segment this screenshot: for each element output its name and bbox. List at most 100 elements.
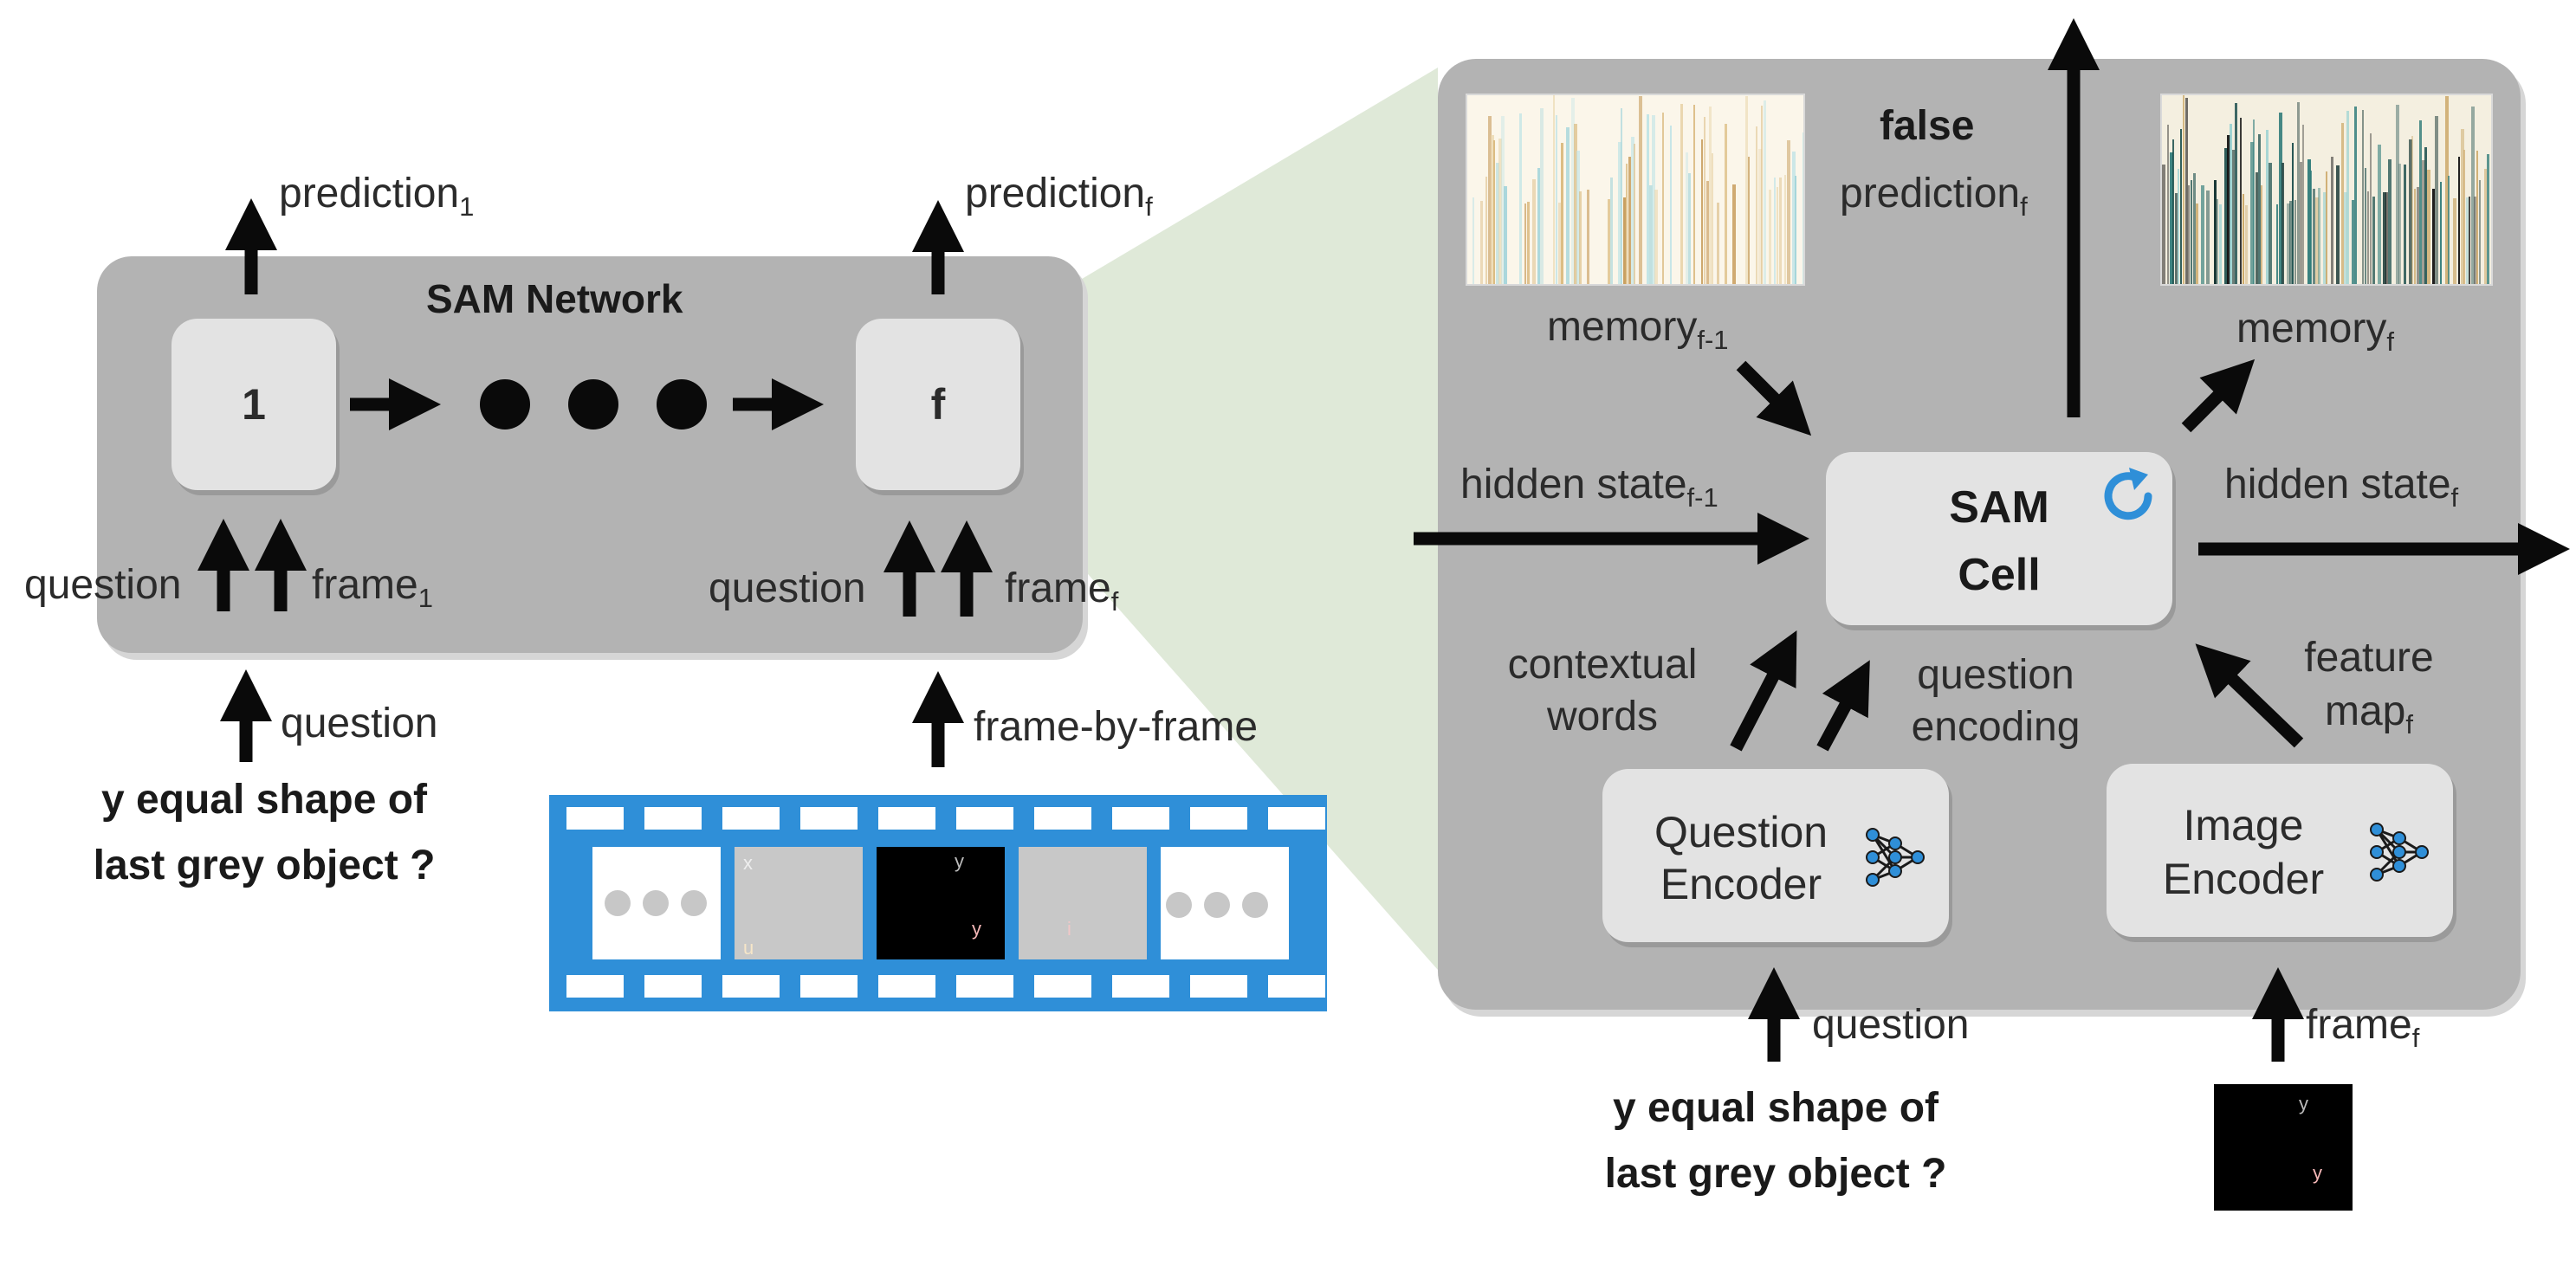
sam-cell-title: Cell [1958,550,2041,600]
heatmap-stripe [2354,107,2357,284]
heatmap-stripe [1725,124,1727,284]
heatmap-stripe [1488,116,1492,284]
heatmap-stripe [2474,197,2476,284]
heatmap-stripe [2388,159,2392,284]
heatmap-stripe [1608,199,1610,284]
heatmap-stripe [1556,115,1557,284]
frame-letter: i [1067,918,1071,940]
heatmap-stripe [2292,143,2294,284]
heatmap-stripe [2287,203,2290,284]
heatmap-stripe [2276,204,2278,284]
heatmap-stripe [2411,136,2413,284]
heatmap-stripe [2235,103,2237,284]
memory-next-label: memoryf [2236,306,2394,357]
question-encoder-label: Question [1654,808,1828,856]
heatmap-stripe [1704,117,1705,284]
feature-map-label: feature [2304,635,2434,681]
frame-letter: y [2313,1162,2322,1184]
heatmap-stripe [1579,191,1582,284]
heatmap-stripe [1784,175,1786,284]
frame-input-label: frame1 [312,562,433,613]
heatmap-stripe [1571,98,1575,284]
heatmap-stripe [1795,176,1796,284]
heatmap-stripe [2315,197,2319,284]
question-text-line: last grey object ? [1604,1151,1947,1197]
heatmap-stripe [2300,162,2302,284]
recurrent-refresh-icon [2104,468,2152,520]
heatmap-stripe [2178,169,2179,284]
heatmap-stripe [2175,193,2178,284]
heatmap-stripe [2427,170,2430,284]
heatmap-stripe [2196,203,2198,284]
heatmap-stripe [1576,151,1580,284]
frame-by-frame-label: frame-by-frame [974,704,1259,750]
film-sprocket-hole [1034,807,1091,830]
heatmap-stripe [1634,144,1635,284]
heatmap-stripe [1519,113,1522,284]
heatmap-stripe [1485,177,1487,284]
heatmap-stripe [2162,165,2165,284]
frame-letter: y [955,850,964,872]
arrow [1730,630,1797,752]
heatmap-stripe [1610,178,1613,284]
heatmap-stripe [2294,200,2296,284]
heatmap-stripe [2435,116,2438,284]
film-frame-grey [735,847,863,959]
heatmap-stripe [2365,168,2366,284]
ellipsis-dot [480,379,530,430]
heatmap-stripe [2419,120,2422,284]
heatmap-stripe [2458,157,2460,284]
heatmap-stripe [2466,197,2469,284]
heatmap-stripe [2243,194,2244,284]
heatmap-stripe [2180,129,2182,284]
memory-next-heatmap [2160,94,2493,286]
memory-prev-label: memoryf-1 [1547,304,1729,355]
film-sprocket-hole [722,807,780,830]
step-node-last: f [856,319,1020,490]
heatmap-stripe [2476,151,2478,284]
film-sprocket-hole [1112,807,1169,830]
memory-prev-heatmap [1466,94,1806,286]
film-sprocket-hole [1268,975,1325,998]
heatmap-stripe [1587,190,1589,284]
heatmap-stripe [2297,102,2300,284]
heatmap-stripe [1480,201,1483,284]
heatmap-stripe [1777,187,1778,284]
heatmap-stripe [2445,96,2449,284]
frame-input-label: framef [1005,565,1119,617]
film-frame-grey [1019,847,1147,959]
prediction-first-label: prediction1 [279,171,475,222]
hidden-state-next-label: hidden statef [2224,462,2459,513]
prediction-last-label: predictionf [965,171,1153,222]
film-sprocket-hole [800,975,858,998]
heatmap-stripe [1779,178,1782,284]
heatmap-stripe [2471,107,2475,284]
heatmap-stripe [2289,201,2292,284]
film-sprocket-hole [566,807,624,830]
arrow [2195,643,2304,748]
heatmap-stripe [1504,186,1507,284]
heatmap-stripe [2487,154,2489,284]
ellipsis-dot [1166,892,1192,918]
ellipsis-dot [1204,892,1230,918]
heatmap-stripe [1680,104,1683,284]
heatmap-stripe [1628,157,1631,284]
heatmap-stripe [1501,116,1505,284]
heatmap-stripe [2214,180,2217,284]
heatmap-stripe [1527,202,1530,284]
heatmap-stripe [2448,176,2450,284]
heatmap-stripe [2269,163,2272,284]
arrow [1736,360,1812,436]
heatmap-stripe [1764,100,1766,284]
heatmap-stripe [1701,139,1703,284]
heatmap-stripe [1496,163,1499,284]
heatmap-stripe [1574,124,1577,284]
heatmap-stripe [2414,189,2416,284]
heatmap-stripe [2232,150,2235,284]
heatmap-stripe [2183,95,2184,284]
heatmap-stripe [2404,165,2406,284]
heatmap-stripe [1706,181,1709,284]
heatmap-stripe [2227,135,2230,284]
